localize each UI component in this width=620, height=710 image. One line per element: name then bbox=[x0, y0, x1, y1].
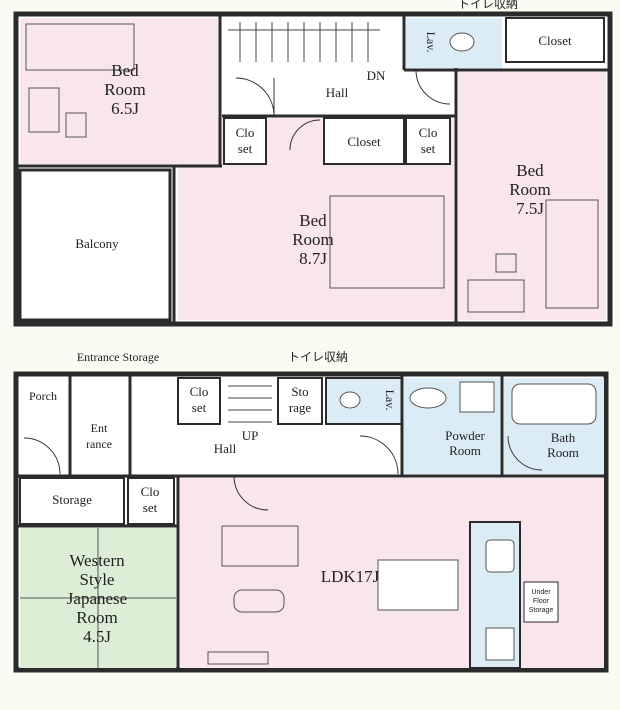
closet-hall bbox=[177, 377, 221, 425]
upper-toilet bbox=[449, 32, 475, 52]
porch bbox=[20, 378, 68, 474]
desk bbox=[28, 87, 60, 133]
stairs-dn-label: DN bbox=[367, 68, 386, 83]
closet-small bbox=[127, 477, 175, 525]
storage-left-label: Storage bbox=[52, 492, 92, 507]
bed-room-c bbox=[458, 72, 606, 320]
closet-upper-mid-label: Closet bbox=[347, 134, 381, 149]
chair bbox=[65, 112, 87, 138]
storage-stair bbox=[277, 377, 323, 425]
chair-c bbox=[495, 253, 517, 273]
upper-stairs bbox=[228, 22, 380, 62]
bed-c bbox=[545, 199, 599, 309]
upper-toilet-storage-label: トイレ収納 bbox=[458, 0, 518, 11]
closet-upper-a bbox=[223, 117, 267, 165]
closet-top-right-label: Closet bbox=[538, 33, 572, 48]
storage-left bbox=[19, 477, 125, 525]
lower-doors bbox=[23, 435, 543, 511]
upper-lavatory-label: Lav. bbox=[424, 32, 438, 53]
under-floor-storage bbox=[523, 581, 559, 623]
lower-lavatory bbox=[325, 377, 403, 425]
bed-b bbox=[329, 195, 445, 289]
lower-hall-label: Hall bbox=[214, 441, 237, 456]
upper-hall bbox=[222, 18, 402, 114]
lower-stairs bbox=[228, 385, 272, 423]
porch-label: Porch bbox=[29, 389, 57, 403]
washbasin bbox=[409, 387, 447, 409]
ldk-label: LDK17J bbox=[321, 567, 380, 586]
closet-upper-b bbox=[405, 117, 451, 165]
coffee-table bbox=[233, 589, 285, 613]
lower-toilet-storage-label: トイレ収納 bbox=[288, 350, 348, 364]
tv-stand bbox=[207, 651, 269, 665]
balcony-label: Balcony bbox=[75, 236, 119, 251]
tatami-lines bbox=[20, 528, 176, 668]
bed-furniture bbox=[25, 23, 135, 71]
lower-toilet bbox=[339, 391, 361, 409]
closet-top-right bbox=[505, 17, 605, 63]
entrance-storage-label: Entrance Storage bbox=[77, 350, 159, 364]
balcony bbox=[18, 168, 172, 322]
upper-doors bbox=[235, 69, 451, 151]
kitchen-sink bbox=[485, 539, 515, 573]
dining-table bbox=[377, 559, 459, 611]
entrance bbox=[72, 378, 128, 474]
lower-walls bbox=[18, 376, 608, 670]
stairs-up-label: UP bbox=[242, 428, 259, 443]
sofa bbox=[221, 525, 299, 567]
lower-lavatory-label: Lav. bbox=[383, 390, 397, 411]
washing-machine bbox=[459, 381, 495, 413]
bathtub bbox=[511, 383, 597, 425]
stove bbox=[485, 627, 515, 661]
closet-upper-mid bbox=[323, 117, 405, 165]
desk-c bbox=[467, 279, 525, 313]
upper-walls bbox=[18, 16, 608, 322]
upper-hall-label: Hall bbox=[326, 85, 349, 100]
